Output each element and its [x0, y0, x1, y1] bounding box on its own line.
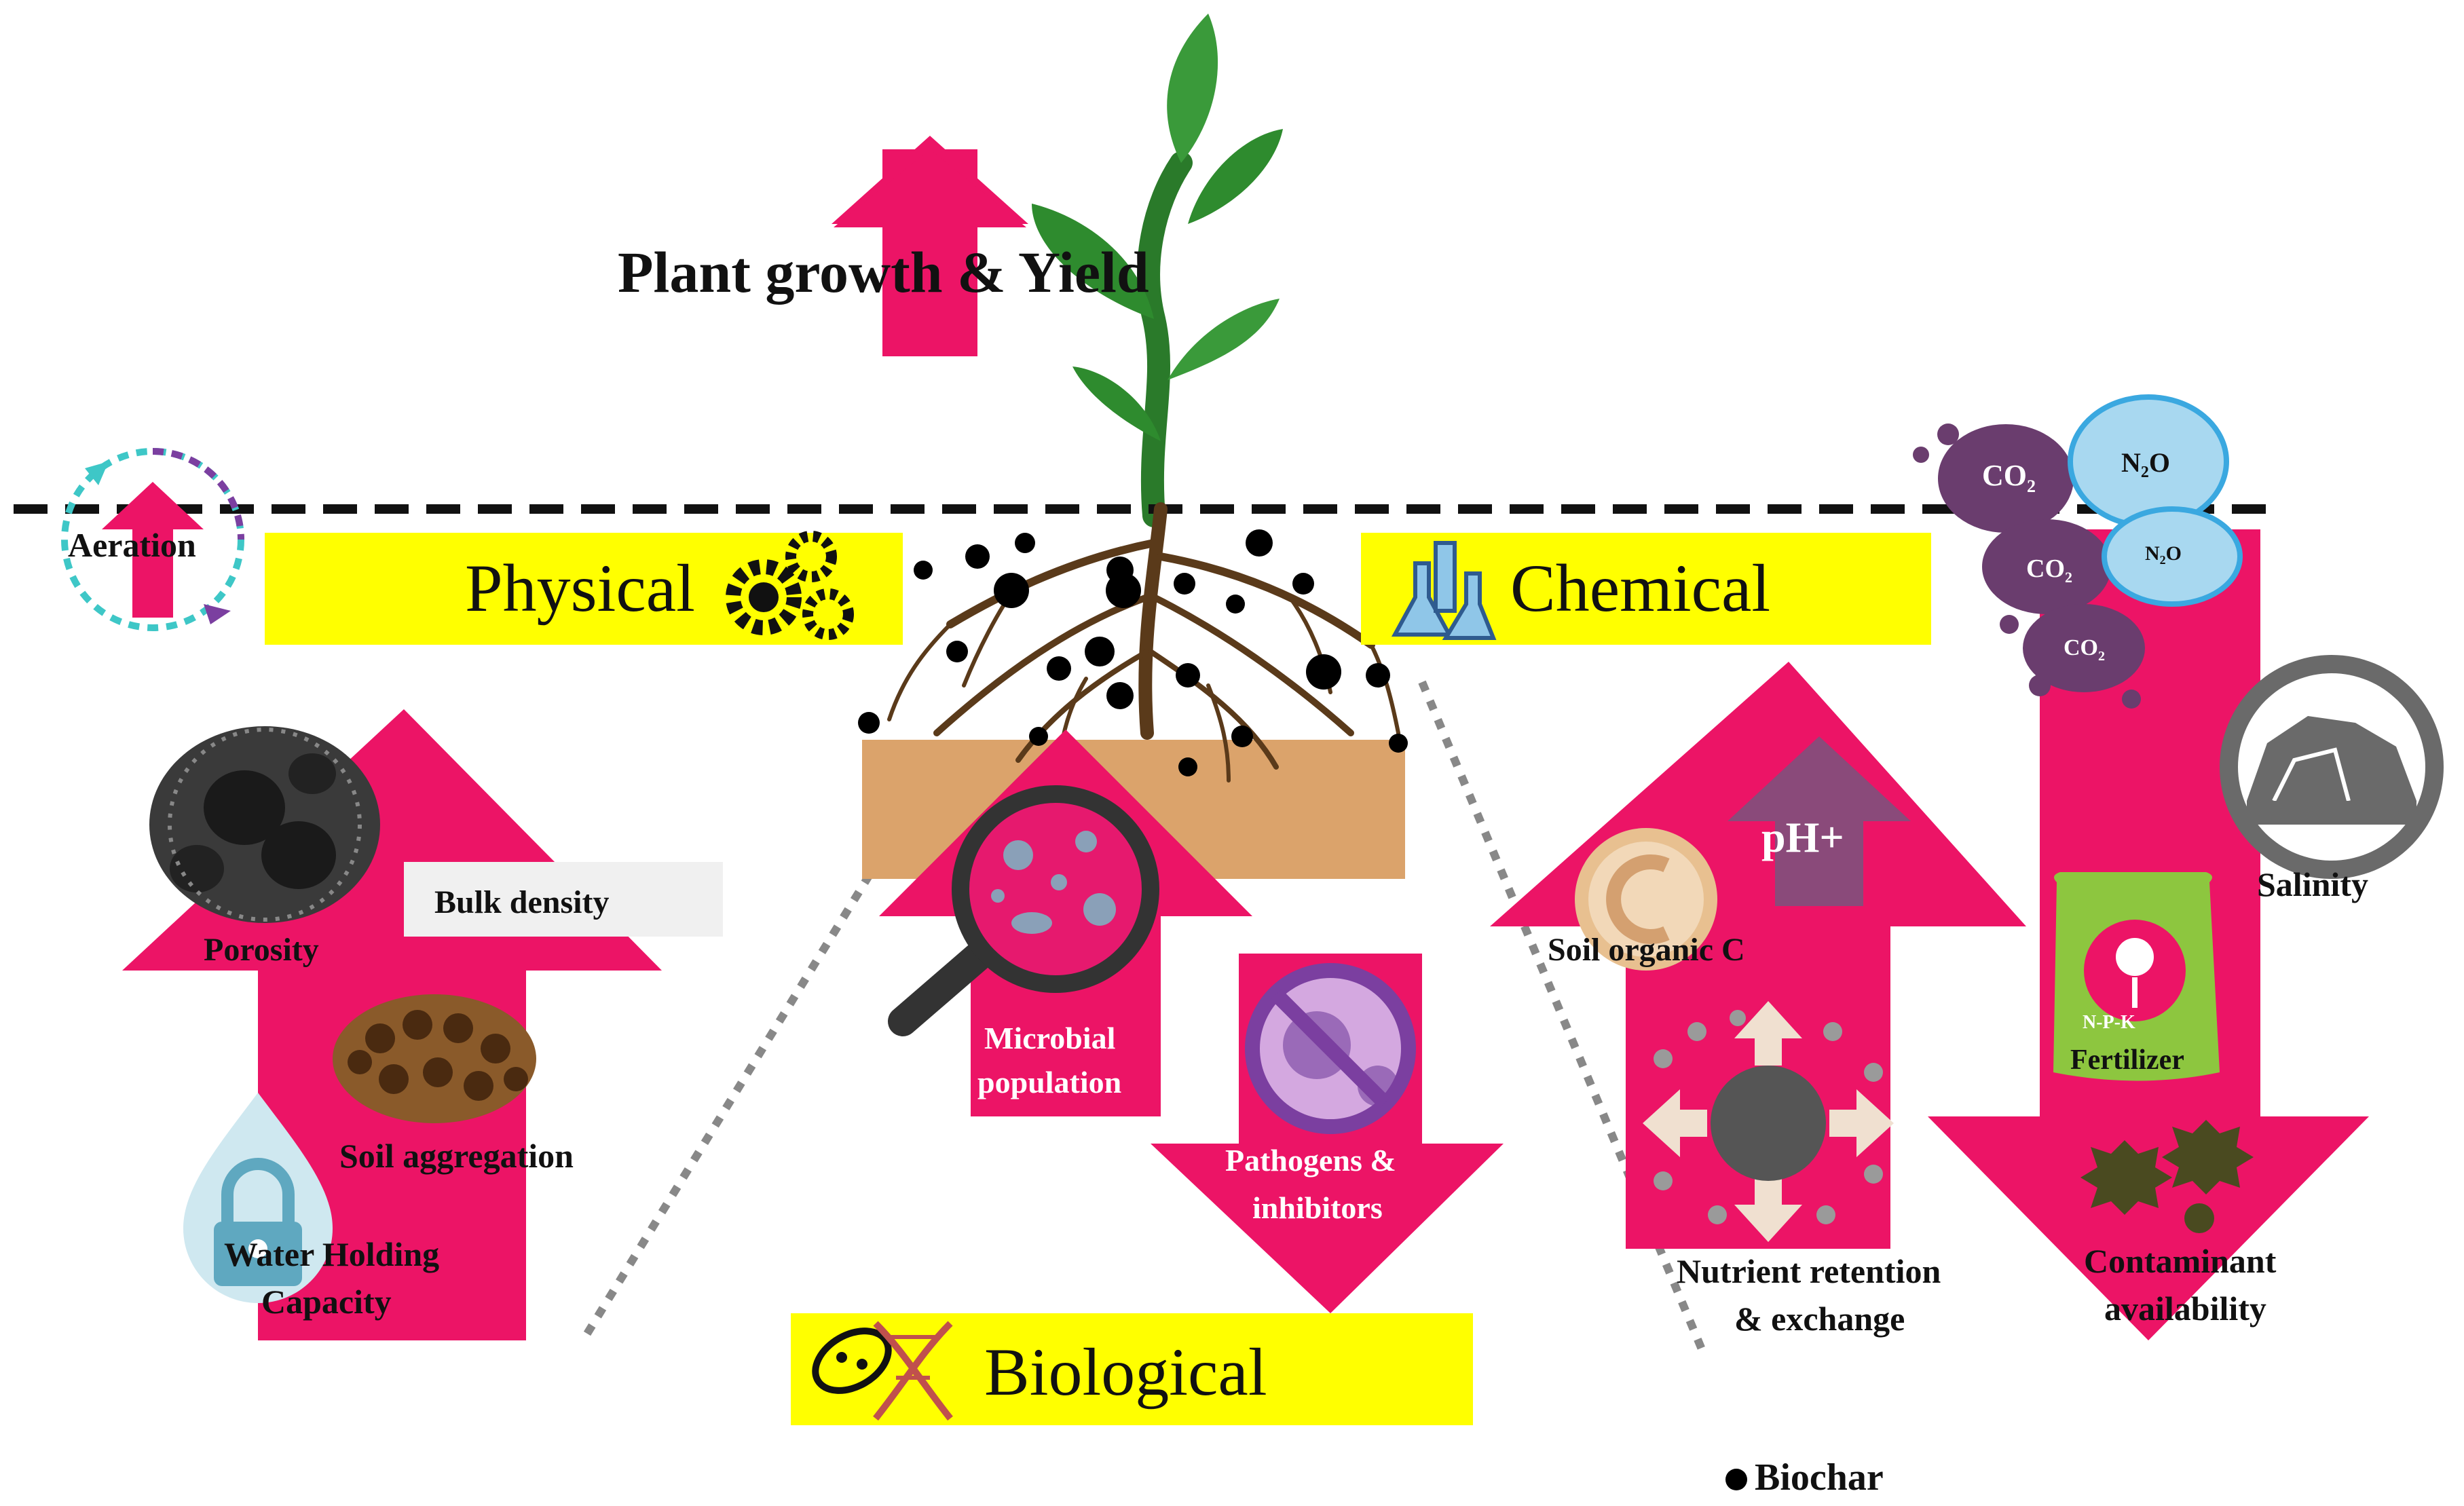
plant-growth-title: Plant growth & Yield	[618, 240, 1149, 305]
n2o-cloud-icons	[2068, 394, 2243, 607]
nutrient-label-2: & exchange	[1734, 1300, 1905, 1338]
pathogens-label-2: inhibitors	[1252, 1190, 1383, 1225]
ph-arrow-icon	[1728, 736, 1911, 906]
bulk-density-label: Bulk density	[434, 884, 609, 920]
plant-icon	[1032, 14, 1283, 527]
salinity-icon	[2220, 655, 2444, 879]
microbial-label-1: Microbial	[984, 1021, 1115, 1055]
co2-cloud-icons	[1913, 423, 2145, 709]
salinity-label: Salinity	[2257, 865, 2368, 903]
biological-banner	[791, 1313, 1473, 1425]
npk-label: N-P-K	[2083, 1012, 2135, 1033]
ph-label: pH+	[1761, 813, 1844, 861]
no-pathogen-icon	[1245, 963, 1416, 1134]
gears-icon	[726, 531, 854, 640]
legend: Biochar	[1725, 1456, 1884, 1499]
chemical-label: Chemical	[1510, 550, 1770, 626]
fertilizer-label: Fertilizer	[2070, 1044, 2184, 1076]
bacteria-dna-icon	[812, 1321, 953, 1421]
flasks-icon	[1391, 541, 1497, 640]
nutrient-exchange-icon	[1643, 1001, 1894, 1242]
dotted-line-left	[583, 802, 917, 1336]
biochar-legend-label: Biochar	[1755, 1456, 1884, 1499]
soil-aggregation-label: Soil aggregation	[339, 1137, 574, 1175]
porosity-image	[149, 726, 380, 923]
water-lock-icon	[183, 1093, 333, 1303]
contaminant-label-1: Contaminant	[2084, 1242, 2277, 1280]
fertilizer-bag-icon	[2053, 872, 2220, 1081]
magnifier-icon	[888, 785, 1159, 1036]
physical-label: Physical	[465, 550, 695, 626]
roots-icon	[887, 502, 1400, 783]
biological-label: Biological	[984, 1334, 1267, 1410]
soil-organic-c-icon	[1575, 828, 1717, 971]
biochar-legend-dot	[1725, 1469, 1747, 1490]
pathogens-label-1: Pathogens &	[1225, 1143, 1396, 1178]
contaminant-icon	[2080, 1120, 2254, 1233]
n2o-label-a: N2O	[2121, 447, 2170, 481]
porosity-label: Porosity	[204, 932, 319, 968]
soil-organic-c-label: Soil organic C	[1548, 932, 1745, 968]
microbial-label-2: population	[977, 1065, 1121, 1099]
water-holding-label-2: Capacity	[261, 1283, 392, 1321]
n2o-label-b: N2O	[2145, 542, 2182, 567]
nutrient-label-1: Nutrient retention	[1677, 1252, 1941, 1290]
biochar-particles	[858, 529, 1408, 776]
co2-label-a: CO2	[1982, 459, 2036, 496]
co2-label-b: CO2	[2026, 554, 2072, 586]
soil-aggregation-image	[333, 994, 536, 1123]
co2-label-c: CO2	[2064, 635, 2105, 664]
bulk-density-box	[404, 862, 723, 937]
aeration-label: Aeration	[68, 526, 196, 564]
aeration-icon	[61, 448, 244, 631]
contaminant-label-2: availability	[2104, 1289, 2266, 1328]
water-holding-label-1: Water Holding	[224, 1235, 439, 1273]
